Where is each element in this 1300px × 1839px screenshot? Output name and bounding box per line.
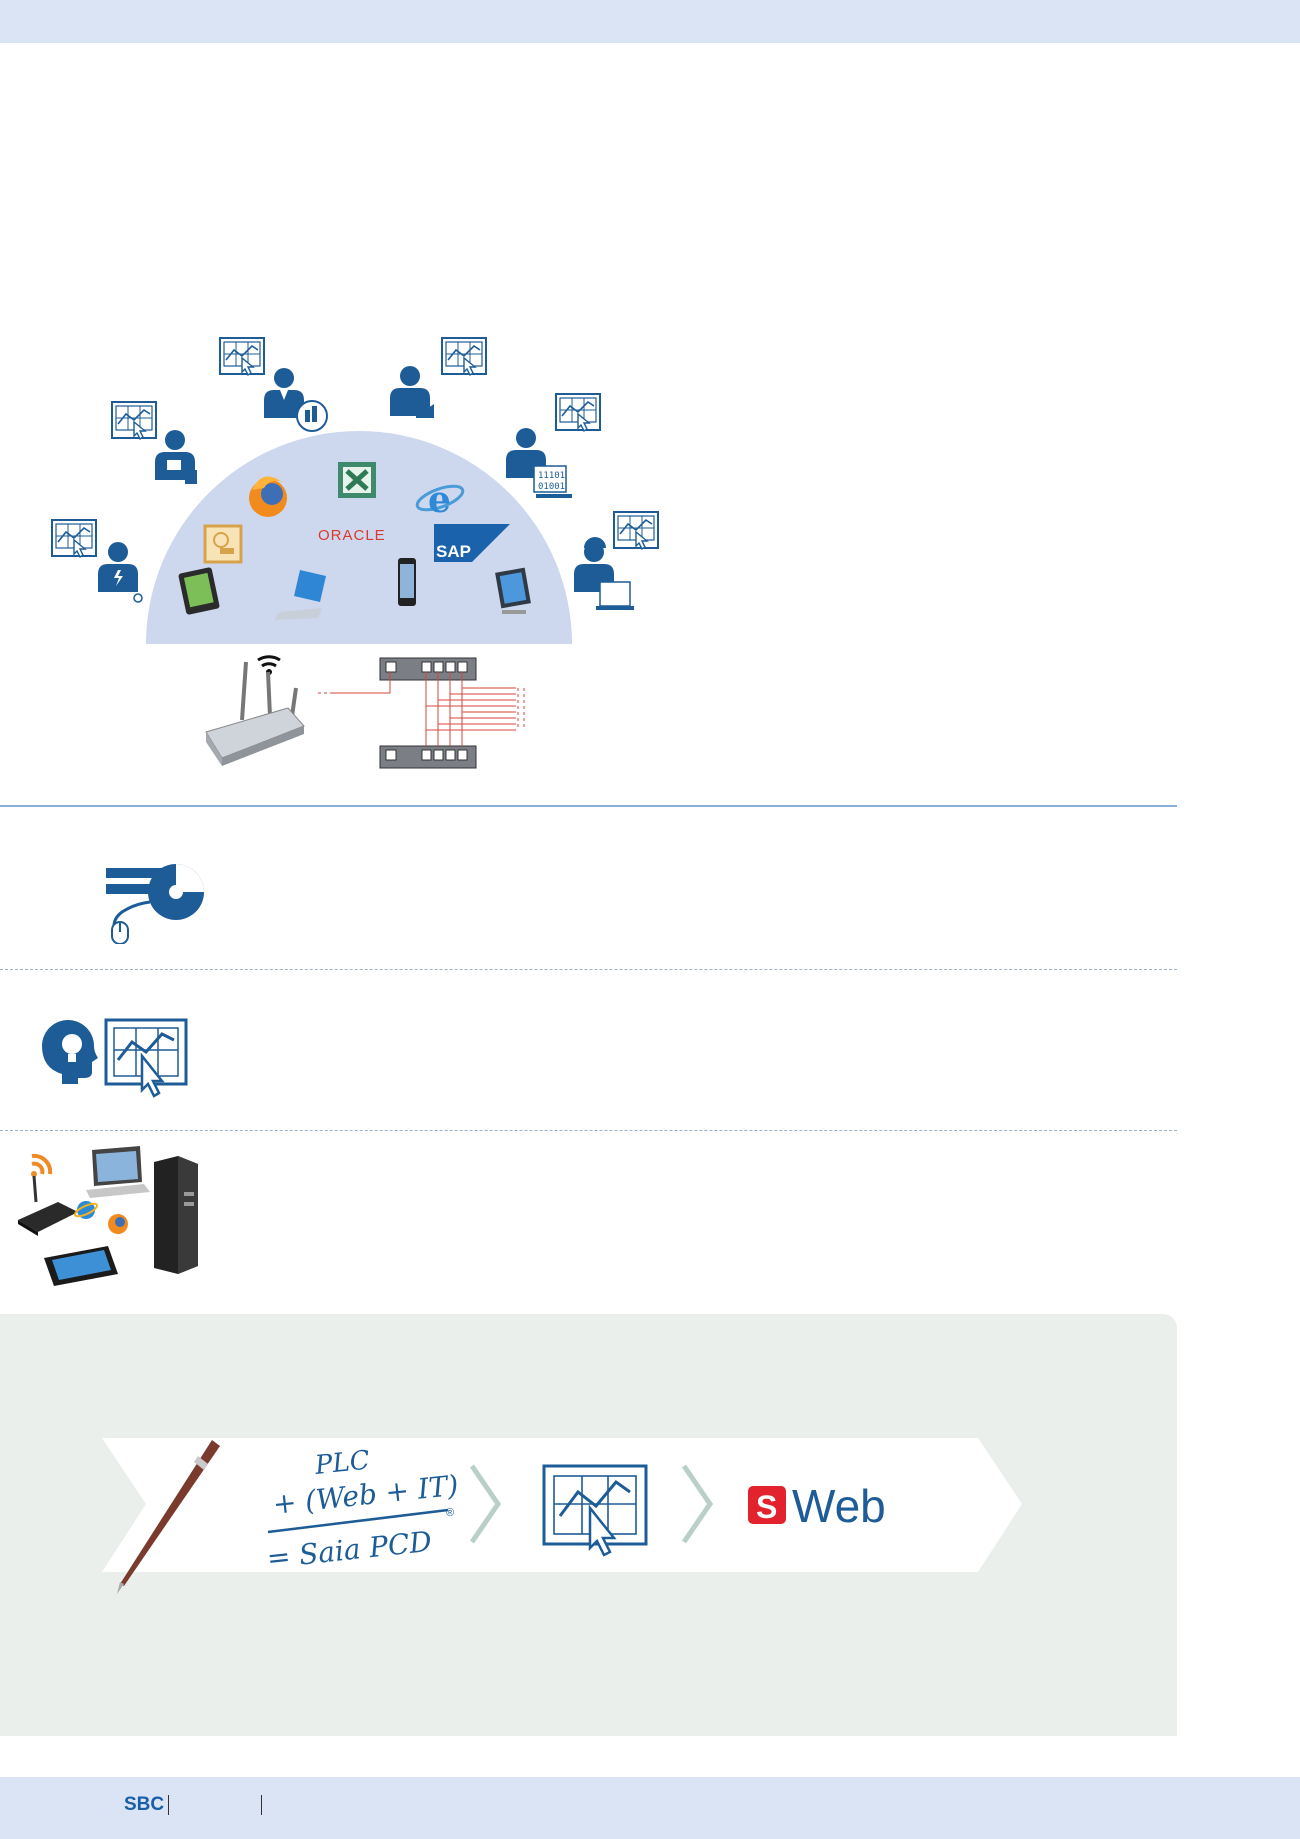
factory-person-icon xyxy=(390,366,434,418)
idea-hmi-icons xyxy=(42,1018,188,1098)
svg-text:e: e xyxy=(428,479,451,521)
hmi-panel-icon xyxy=(613,511,659,550)
formula-line-1: PLC xyxy=(313,1445,372,1481)
hmi-panel-icon xyxy=(219,337,265,376)
firefox-browser-icon xyxy=(108,1214,128,1234)
firefox-icon xyxy=(249,476,287,517)
saia-web-banner: PLC + (Web + IT) = Saia PCD ® S Web xyxy=(102,1438,1022,1594)
svg-text:11101: 11101 xyxy=(538,471,565,481)
svg-text:Web: Web xyxy=(792,1480,886,1532)
web-access-diagram: 11101 01001 e ORACLE SAP xyxy=(51,337,659,769)
lightbulb-head-icon xyxy=(42,1020,98,1084)
chevron-right-icon xyxy=(681,1464,714,1544)
server-tower-photo xyxy=(154,1156,198,1274)
section-divider xyxy=(0,969,1177,970)
service-engineer-icon xyxy=(574,537,634,610)
software-cd-icon xyxy=(106,864,204,944)
web-dome xyxy=(146,431,572,644)
oracle-logo: ORACLE xyxy=(318,527,386,544)
it-person-icon: 11101 01001 xyxy=(506,428,572,498)
technician-person-icon xyxy=(155,430,197,484)
router-photo xyxy=(18,1175,78,1236)
formula-divider xyxy=(267,1508,449,1534)
network-cabling xyxy=(318,672,525,746)
s-web-logo: S Web xyxy=(748,1480,886,1532)
pen-illustration xyxy=(117,1440,220,1594)
chevron-right-icon xyxy=(469,1464,502,1544)
ie-browser-icon xyxy=(73,1201,99,1219)
footer-separator xyxy=(261,1795,262,1815)
network-switch-icon xyxy=(379,745,477,769)
footer-band xyxy=(0,1777,1300,1839)
desktop-monitor-icon xyxy=(495,567,531,614)
smartphone-photo xyxy=(44,1246,118,1286)
section-divider xyxy=(0,1130,1177,1131)
tablet-icon xyxy=(178,567,220,615)
footer-brand: SBC xyxy=(124,1794,165,1815)
internet-explorer-icon: e xyxy=(415,479,465,521)
hmi-panel-icon xyxy=(542,1464,648,1557)
wifi-signal-icon xyxy=(31,1153,53,1177)
devices-collage xyxy=(18,1146,198,1286)
hmi-panel-icon xyxy=(555,393,601,432)
laptop-icon xyxy=(274,570,326,620)
footer-separator xyxy=(168,1795,169,1815)
electrician-person-icon xyxy=(98,542,143,603)
section-divider xyxy=(0,805,1177,807)
hmi-panel-icon xyxy=(51,519,97,558)
network-switch-icon xyxy=(379,657,477,681)
svg-text:S: S xyxy=(756,1489,777,1525)
hmi-panel-icon xyxy=(441,337,487,376)
dashboard-app-icon xyxy=(203,524,243,564)
wifi-router-icon xyxy=(205,655,305,766)
registered-mark: ® xyxy=(446,1507,454,1519)
svg-text:01001: 01001 xyxy=(538,482,565,492)
sap-logo: SAP xyxy=(434,524,510,562)
smartphone-icon xyxy=(398,558,416,606)
hmi-panel-icon xyxy=(104,1018,188,1098)
laptop-photo xyxy=(86,1146,150,1198)
manager-person-icon xyxy=(264,368,328,432)
svg-text:SAP: SAP xyxy=(436,542,471,561)
excel-icon xyxy=(338,462,376,498)
top-header-band xyxy=(0,0,1300,43)
hmi-panel-icon xyxy=(111,401,157,440)
